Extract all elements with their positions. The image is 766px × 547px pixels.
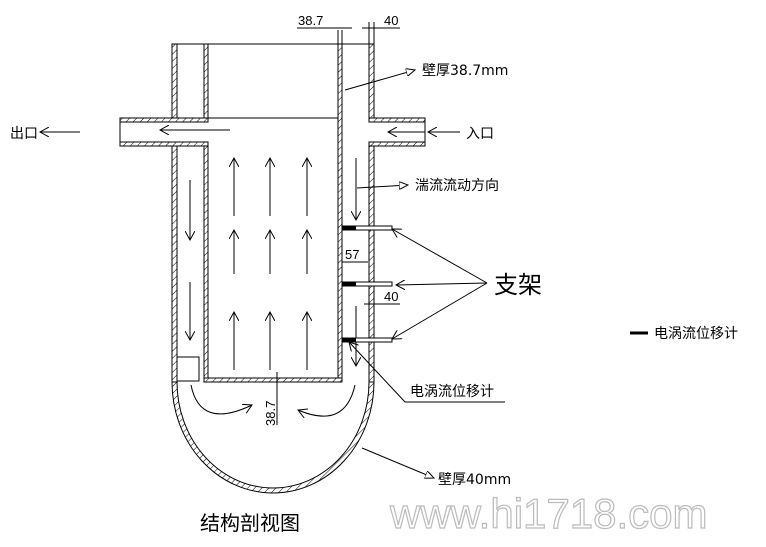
dim-support-wall: 40	[384, 289, 398, 304]
sensor-box	[176, 356, 200, 382]
legend-sensor-label: 电涡流位移计	[654, 326, 738, 342]
dim-top-inner-wall: 38.7	[298, 13, 323, 28]
supports	[341, 225, 393, 343]
watermark: www.hi1718.com	[389, 490, 707, 537]
dim-top-outer-wall: 40	[384, 13, 398, 28]
inner-wall-thickness-label: 壁厚38.7mm	[422, 63, 508, 79]
diagram-title: 结构剖视图	[200, 511, 300, 535]
inlet-label: 入口	[466, 126, 494, 142]
flow-arrows	[40, 130, 460, 416]
sensor-label: 电涡流位移计	[410, 384, 494, 400]
flow-direction-label: 湍流流动方向	[415, 178, 499, 194]
bottom-wall-thickness-label: 壁厚40mm	[438, 472, 511, 488]
outlet-label: 出口	[10, 126, 38, 142]
dim-bottom-gap: 38.7	[263, 401, 278, 426]
support-label: 支架	[494, 271, 542, 299]
dim-gap: 57	[345, 247, 359, 262]
